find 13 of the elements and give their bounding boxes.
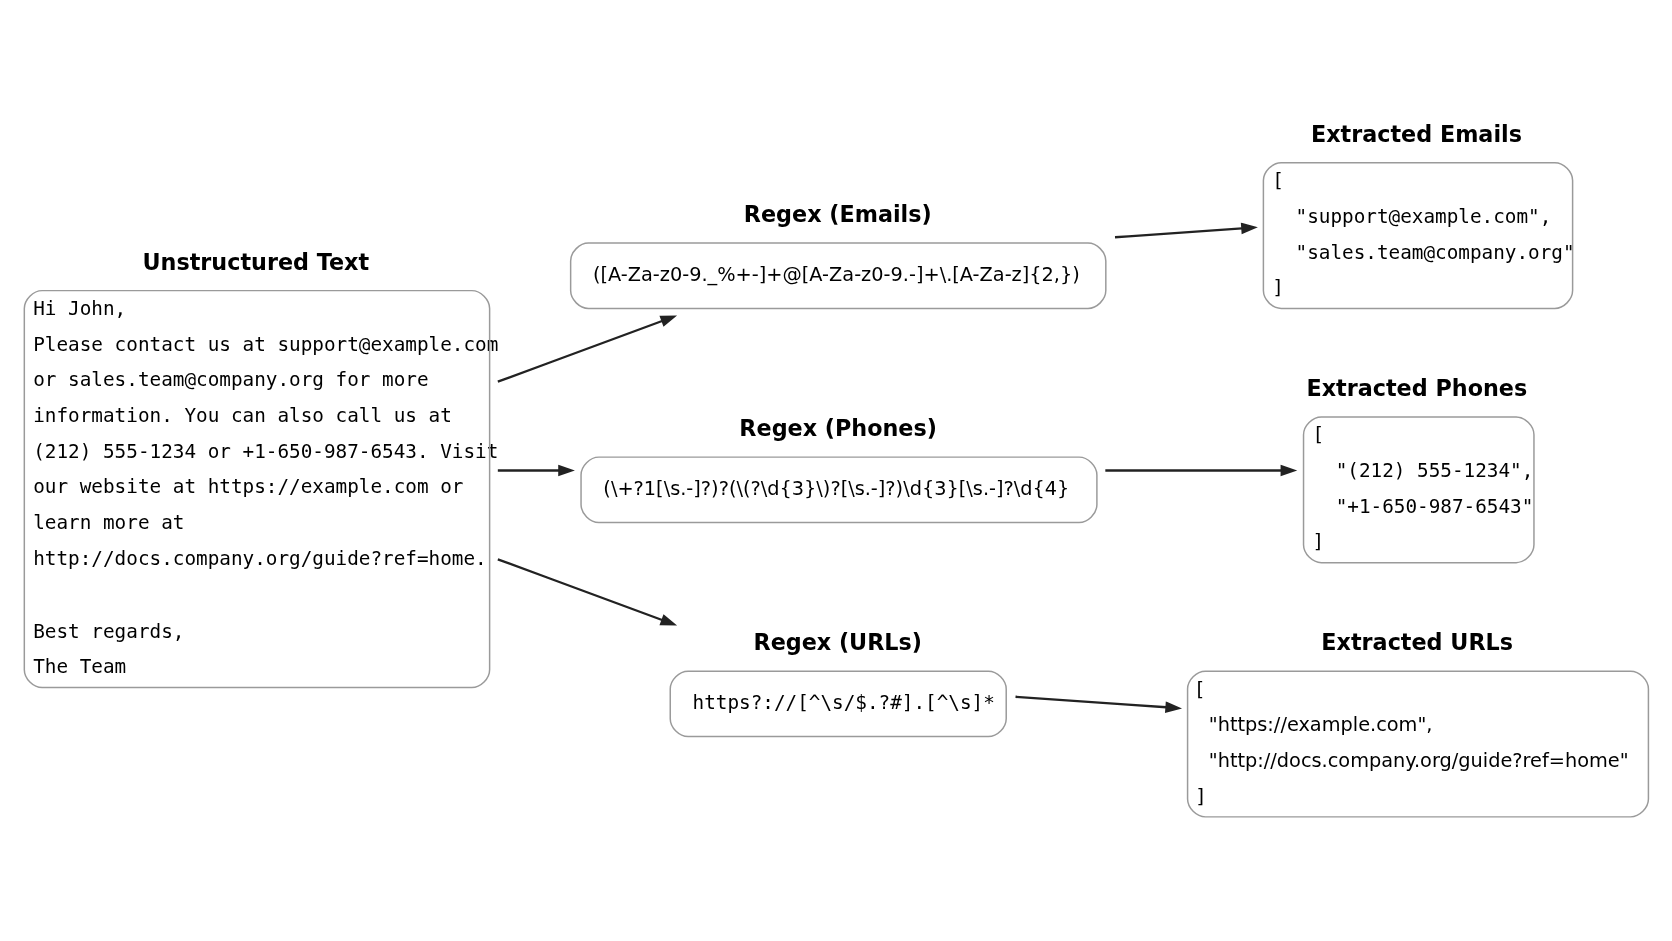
node-label: Extracted Emails xyxy=(1310,120,1522,147)
node-label: Regex (URLs) xyxy=(753,629,923,656)
node-label: Unstructured Text xyxy=(142,248,370,275)
arrow xyxy=(1015,695,1183,714)
arrow xyxy=(497,315,678,383)
node-label: Regex (Emails) xyxy=(743,201,932,228)
arrow xyxy=(1114,222,1258,239)
arrow xyxy=(1105,464,1298,477)
arrow xyxy=(497,464,575,477)
node-label: Extracted Phones xyxy=(1306,375,1528,402)
node-label: Regex (Phones) xyxy=(739,415,937,442)
node-label: Extracted URLs xyxy=(1321,629,1514,656)
arrow xyxy=(497,558,678,626)
